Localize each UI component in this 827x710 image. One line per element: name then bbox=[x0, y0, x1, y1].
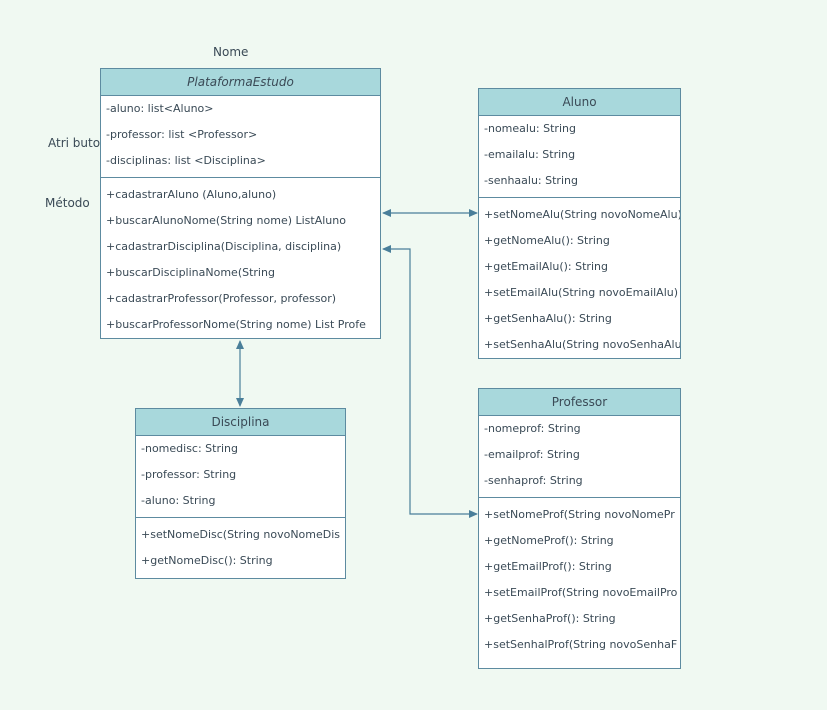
method: +getSenhaProf(): String bbox=[484, 612, 616, 625]
method: +getNomeAlu(): String bbox=[484, 234, 610, 247]
association-plataforma-professor bbox=[382, 245, 478, 518]
attribute: -disciplinas: list <Disciplina> bbox=[106, 154, 266, 167]
attribute: -nomeprof: String bbox=[484, 422, 581, 435]
method: +setSenhalProf(String novoSenhaF bbox=[484, 638, 678, 651]
attribute: -aluno: String bbox=[141, 494, 216, 507]
attributes-section: -nomeprof: String -emailprof: String -se… bbox=[479, 416, 680, 498]
attribute: -aluno: list<Aluno> bbox=[106, 102, 214, 115]
attribute: -professor: list <Professor> bbox=[106, 128, 258, 141]
method: +getNomeProf(): String bbox=[484, 534, 614, 547]
method: +setNomeProf(String novoNomePr bbox=[484, 508, 675, 521]
class-name: PlataformaEstudo bbox=[101, 69, 380, 96]
class-name: Disciplina bbox=[136, 409, 345, 436]
attribute: -senhaprof: String bbox=[484, 474, 583, 487]
annotation-atributo: Atri buto bbox=[48, 136, 101, 150]
method: +buscarDisciplinaNome(String bbox=[106, 266, 275, 279]
attribute: -professor: String bbox=[141, 468, 237, 481]
class-name: Aluno bbox=[479, 89, 680, 116]
methods-section: +setNomeProf(String novoNomePr +getNomeP… bbox=[479, 498, 680, 658]
method: +buscarProfessorNome(String nome) List P… bbox=[106, 318, 366, 331]
attributes-section: -nomedisc: String -professor: String -al… bbox=[136, 436, 345, 518]
method: +cadastrarDisciplina(Disciplina, discipl… bbox=[106, 240, 342, 253]
method: +cadastrarAluno (Aluno,aluno) bbox=[106, 188, 277, 201]
methods-section: +setNomeDisc(String novoNomeDis +getNome… bbox=[136, 518, 345, 574]
annotation-metodo: Método bbox=[45, 196, 90, 210]
method: +getEmailAlu(): String bbox=[484, 260, 608, 273]
attributes-section: -nomealu: String -emailalu: String -senh… bbox=[479, 116, 680, 198]
attribute: -emailprof: String bbox=[484, 448, 580, 461]
method: +cadastrarProfessor(Professor, professor… bbox=[106, 292, 337, 305]
method: +getEmailProf(): String bbox=[484, 560, 612, 573]
attribute: -nomealu: String bbox=[484, 122, 576, 135]
class-professor[interactable]: Professor -nomeprof: String -emailprof: … bbox=[478, 388, 681, 669]
attribute: -nomedisc: String bbox=[141, 442, 239, 455]
class-name: Professor bbox=[479, 389, 680, 416]
annotation-nome: Nome bbox=[213, 45, 249, 59]
methods-section: +setNomeAlu(String novoNomeAlu) +getNome… bbox=[479, 198, 680, 358]
attribute: -emailalu: String bbox=[484, 148, 576, 161]
method: +getNomeDisc(): String bbox=[141, 554, 273, 567]
method: +setEmailProf(String novoEmailPro bbox=[484, 586, 678, 599]
method: +setSenhaAlu(String novoSenhaAlu bbox=[484, 338, 680, 351]
method: +setEmailAlu(String novoEmailAlu) bbox=[484, 286, 679, 299]
methods-section: +cadastrarAluno (Aluno,aluno) +buscarAlu… bbox=[101, 178, 380, 338]
class-disciplina[interactable]: Disciplina -nomedisc: String -professor:… bbox=[135, 408, 346, 579]
attribute: -senhaalu: String bbox=[484, 174, 578, 187]
attributes-section: -aluno: list<Aluno> -professor: list <Pr… bbox=[101, 96, 380, 178]
method: +buscarAlunoNome(String nome) ListAluno bbox=[106, 214, 346, 227]
class-aluno[interactable]: Aluno -nomealu: String -emailalu: String… bbox=[478, 88, 681, 359]
class-plataforma-estudo[interactable]: PlataformaEstudo -aluno: list<Aluno> -pr… bbox=[100, 68, 381, 339]
method: +setNomeAlu(String novoNomeAlu) bbox=[484, 208, 680, 221]
method: +getSenhaAlu(): String bbox=[484, 312, 612, 325]
method: +setNomeDisc(String novoNomeDis bbox=[141, 528, 341, 541]
